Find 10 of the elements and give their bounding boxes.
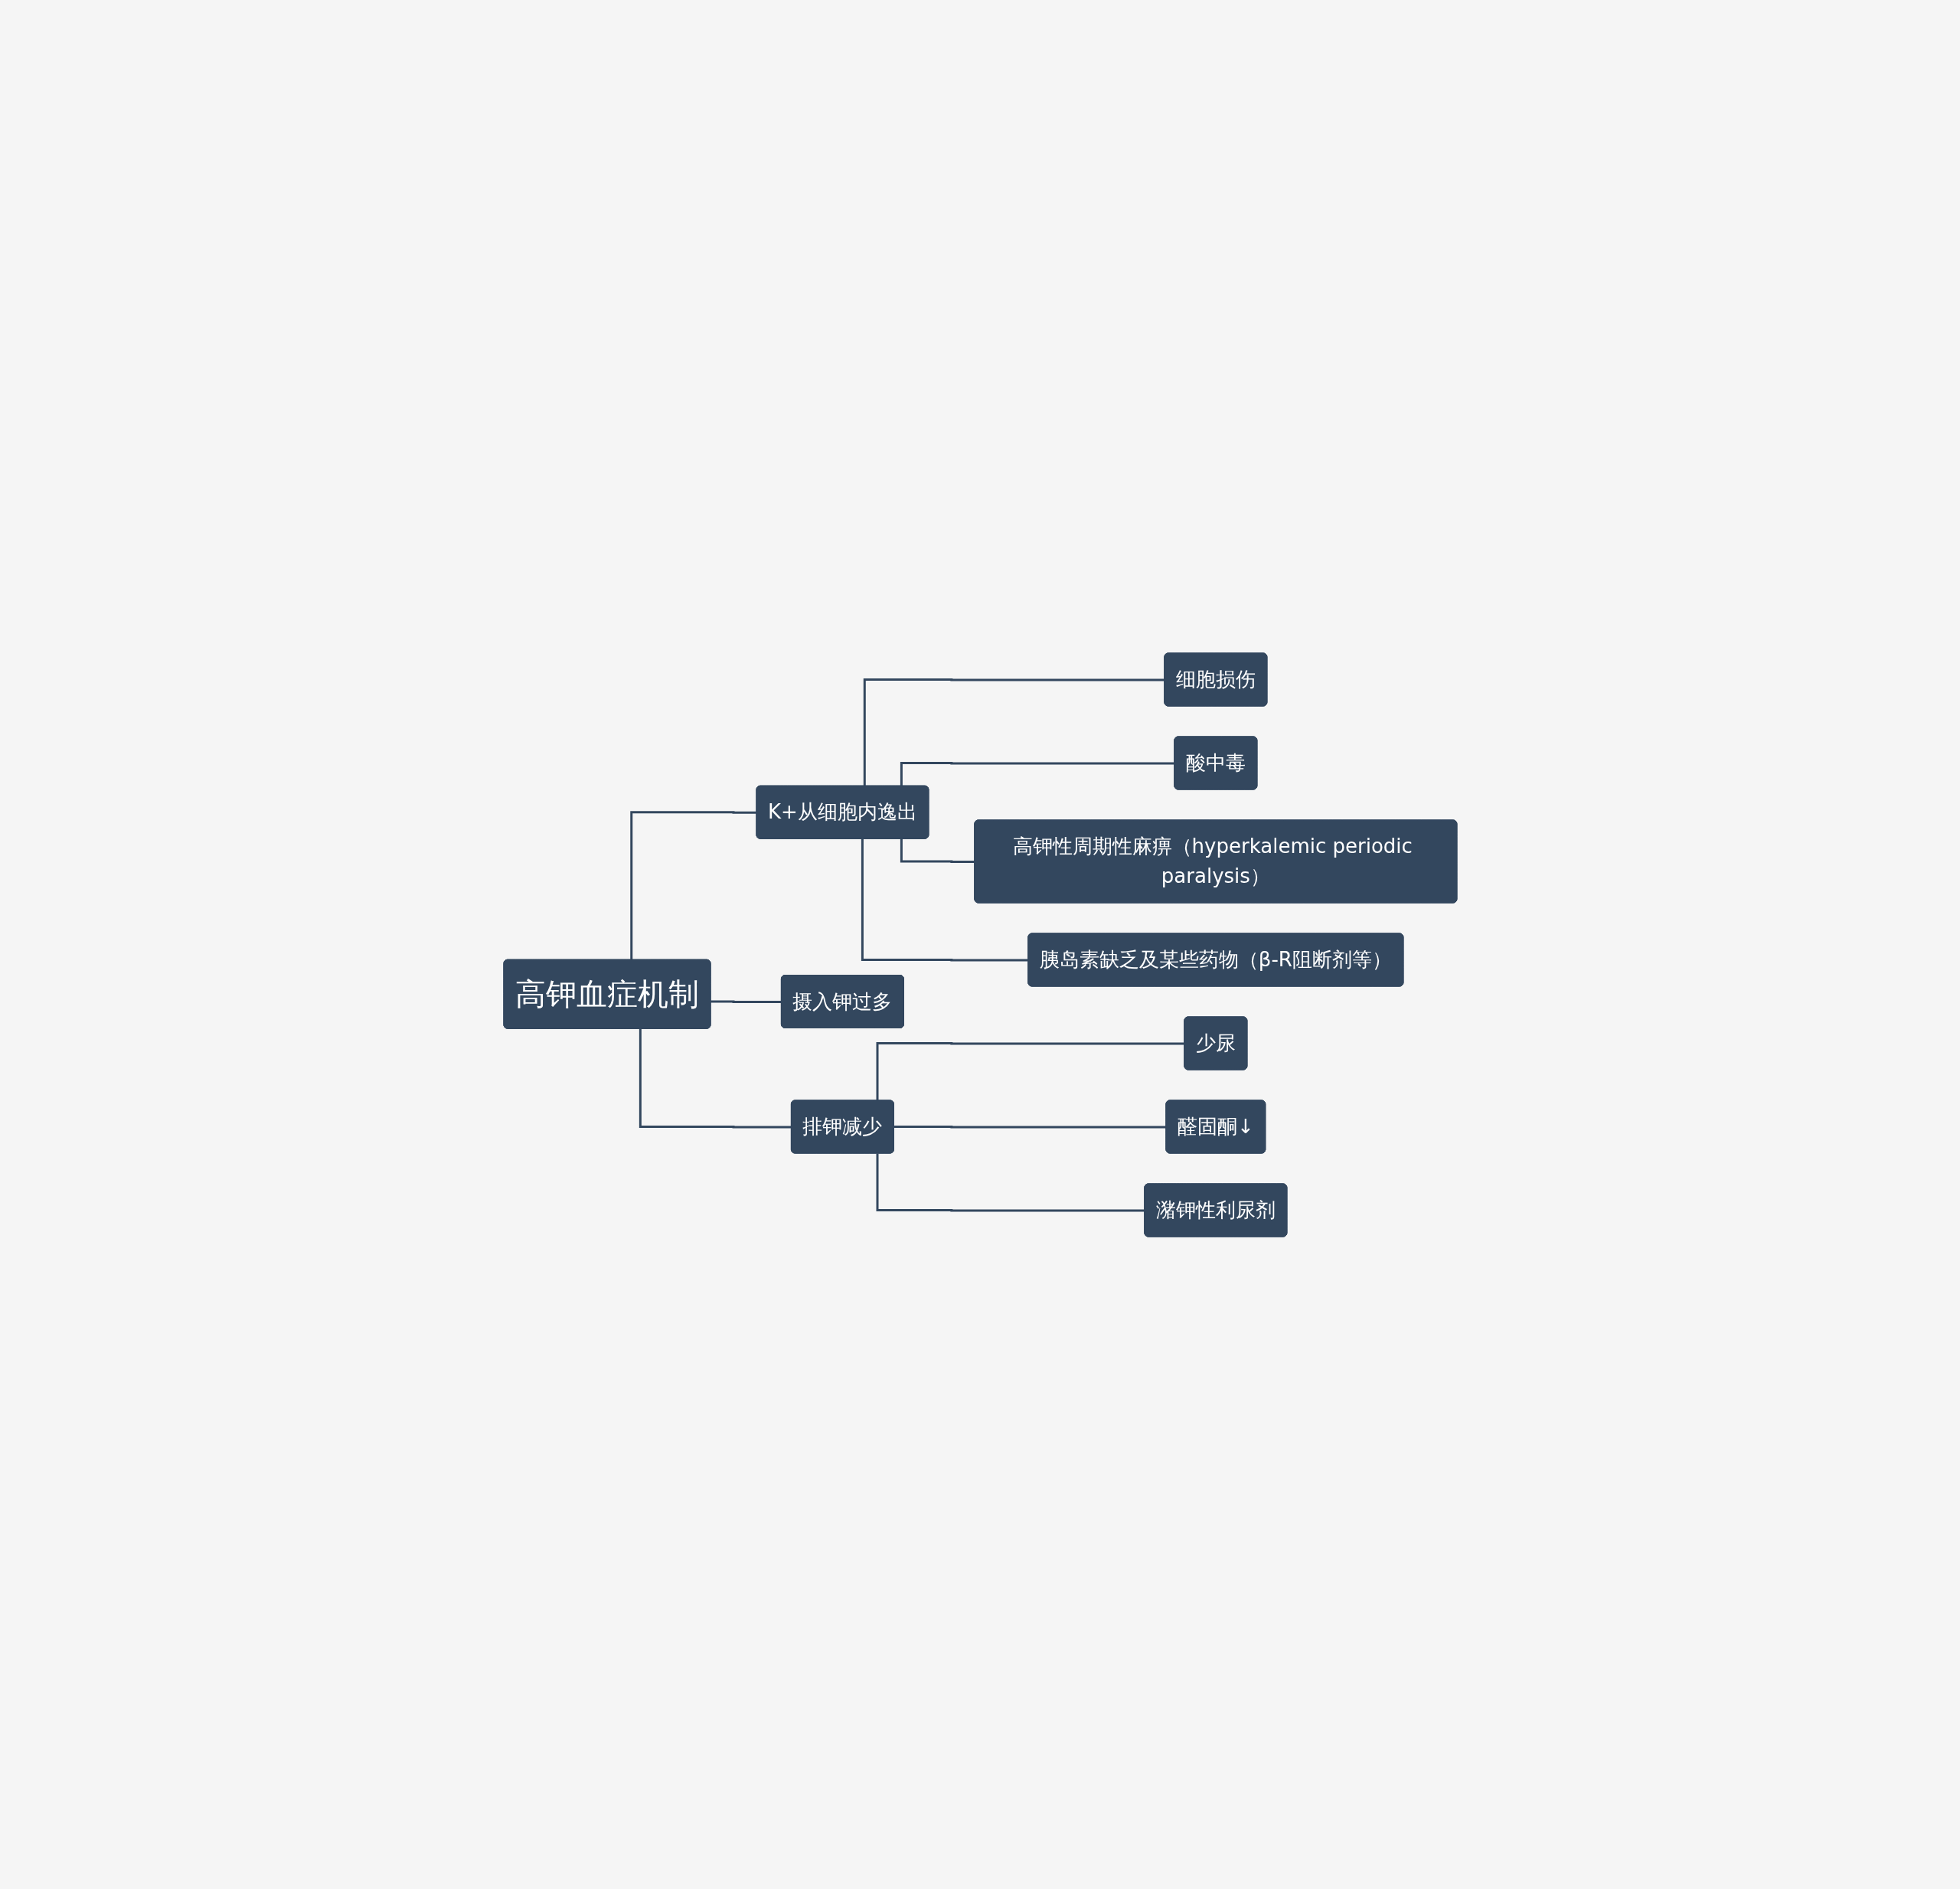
- connector: [900, 838, 975, 863]
- connector: [893, 1125, 1166, 1128]
- connector: [709, 999, 782, 1003]
- connector: [900, 761, 1174, 786]
- connector: [861, 838, 1028, 961]
- connector: [639, 1028, 792, 1128]
- connector: [863, 678, 1165, 786]
- connector: [876, 1041, 1184, 1100]
- connector: [876, 1153, 1145, 1211]
- connector: [629, 810, 757, 960]
